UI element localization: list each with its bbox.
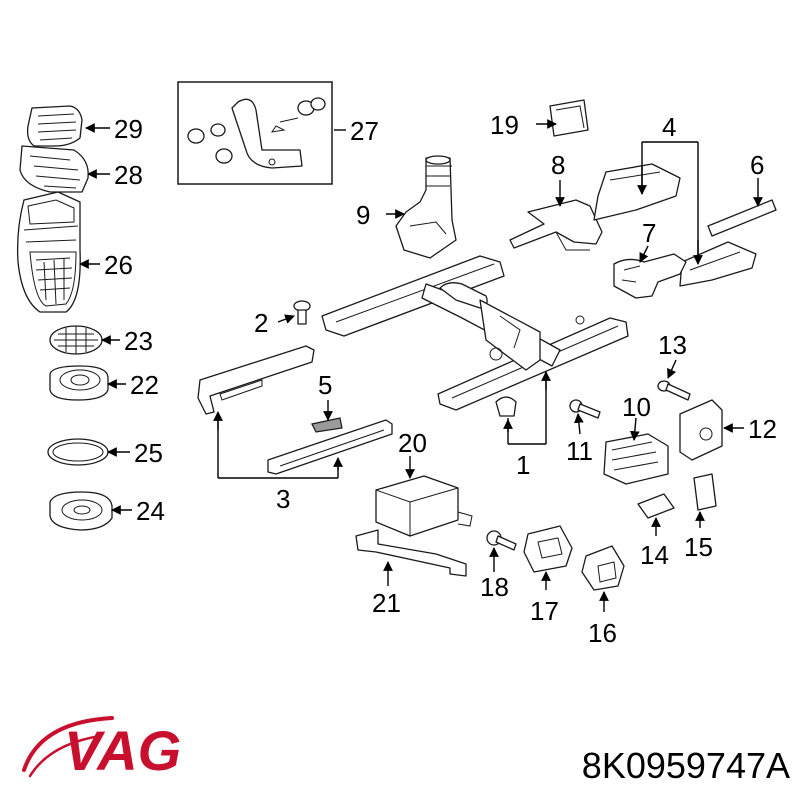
callout-27: 27 <box>350 116 379 146</box>
callout-7: 7 <box>642 218 656 248</box>
part-26-speaker-enclosure <box>16 191 81 313</box>
part-6-rod <box>707 199 777 237</box>
part-25-ring <box>47 438 109 466</box>
part-24-speaker <box>49 491 113 531</box>
seat-frame <box>321 255 629 411</box>
part-7-handle <box>613 253 687 299</box>
callout-15: 15 <box>684 532 713 562</box>
callout-8: 8 <box>551 150 565 180</box>
callout-25: 25 <box>134 438 163 468</box>
brand-name: VAG <box>64 719 181 782</box>
part-5-pad <box>311 417 343 433</box>
part-22-speaker <box>49 365 109 401</box>
callout-21: 21 <box>372 588 401 618</box>
part-28-vent-housing <box>19 145 89 193</box>
callout-12: 12 <box>748 414 777 444</box>
part-23-speaker-grille <box>49 325 103 355</box>
part-10-switch <box>603 433 669 485</box>
part-12-control <box>679 399 723 461</box>
callout-19: 19 <box>490 110 519 140</box>
callout-16: 16 <box>588 618 617 648</box>
callout-29: 29 <box>114 114 143 144</box>
callout-13: 13 <box>658 330 687 360</box>
part-14-trim <box>637 493 675 519</box>
callout-10: 10 <box>622 392 651 422</box>
part-11-screw <box>569 399 601 419</box>
callout-3: 3 <box>276 484 290 514</box>
callout-9: 9 <box>356 200 370 230</box>
part-3-rail-upper <box>197 345 315 415</box>
part-18-screw <box>486 530 517 551</box>
kit-27-box <box>177 81 333 185</box>
callout-22: 22 <box>130 370 159 400</box>
part-20-module <box>375 475 473 537</box>
callout-24: 24 <box>136 496 165 526</box>
part-21-plate <box>355 529 467 577</box>
part-2-bolt <box>293 300 311 325</box>
callout-18: 18 <box>480 572 509 602</box>
callout-2: 2 <box>254 308 268 338</box>
part-15-trim <box>693 473 717 511</box>
vag-logo: VAG <box>22 716 181 782</box>
callout-11: 11 <box>566 436 593 466</box>
callout-14: 14 <box>640 540 669 570</box>
callout-20: 20 <box>398 428 427 458</box>
callout-1: 1 <box>516 450 530 480</box>
callout-26: 26 <box>104 250 133 280</box>
part-19-block <box>549 99 589 137</box>
part-1-clip <box>495 396 517 417</box>
leader-lines <box>79 119 763 612</box>
callout-28: 28 <box>114 160 143 190</box>
part-4-cover-lower <box>679 241 757 287</box>
callout-6: 6 <box>750 150 764 180</box>
part-9-motor <box>395 155 457 259</box>
part-17-connector <box>523 525 573 573</box>
part-3-rail-lower <box>267 419 393 475</box>
callout-23: 23 <box>124 326 153 356</box>
part-8-bracket <box>509 199 603 251</box>
part-13-screw <box>657 380 691 401</box>
part-4-cover-upper <box>593 163 681 221</box>
callout-4: 4 <box>662 112 676 142</box>
callout-5: 5 <box>318 370 332 400</box>
part-29-vent-grille <box>26 105 83 147</box>
callout-17: 17 <box>530 596 559 626</box>
part-number: 8K0959747A <box>582 745 790 786</box>
part-16-connector <box>581 545 625 591</box>
